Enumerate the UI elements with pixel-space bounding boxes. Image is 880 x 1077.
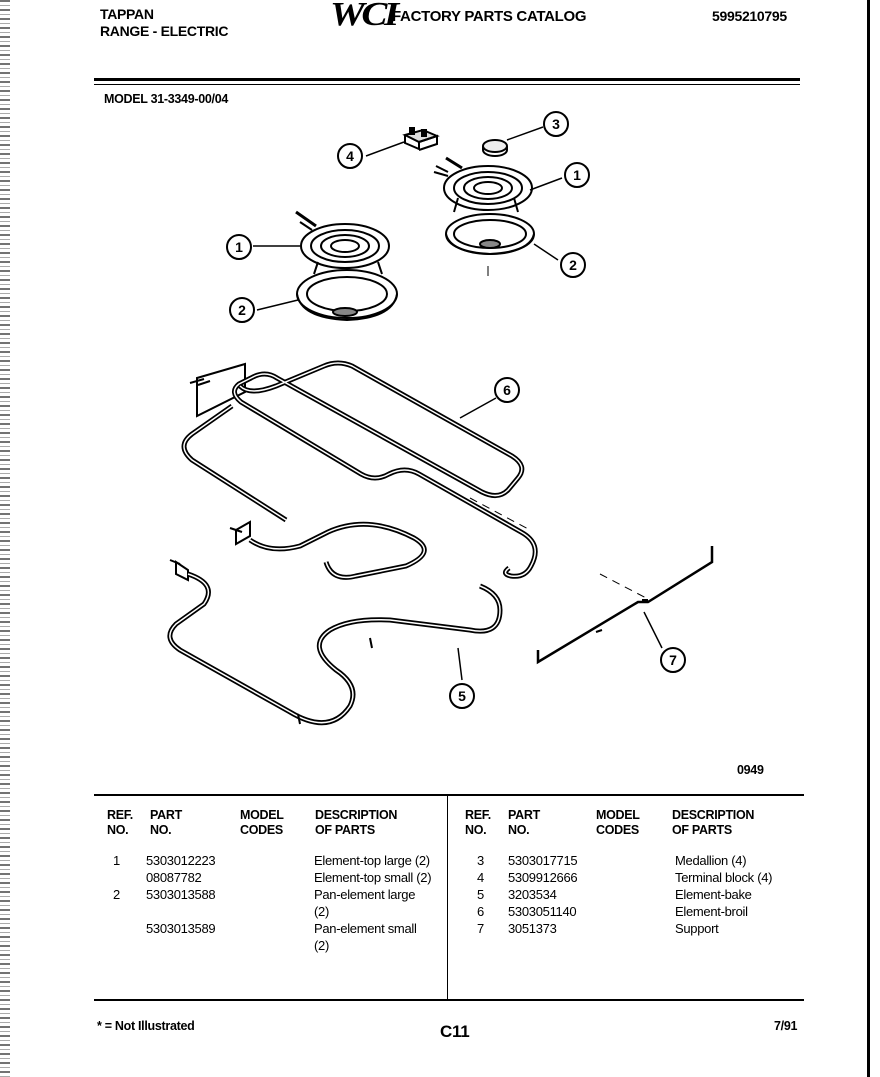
table-cell: 7	[477, 921, 484, 936]
callout-circle	[337, 143, 363, 169]
table-cell: 5303013588	[146, 887, 216, 902]
table-cell: 1	[113, 853, 120, 868]
table-cell: Medallion (4)	[675, 853, 747, 868]
callout-7: 7	[669, 652, 677, 668]
scan-edge-right	[867, 0, 870, 1077]
callout-circle	[660, 647, 686, 673]
revision-date: 7/91	[774, 1019, 798, 1033]
callout-circle	[543, 111, 569, 137]
right-desc-column: Medallion (4) Terminal block (4) Element…	[675, 852, 772, 937]
table-cell: Support	[675, 921, 719, 936]
table-cell: 5303012223	[146, 853, 216, 868]
right-ref-column: 3 4 5 6 7	[477, 852, 484, 937]
table-cell: 3	[477, 853, 484, 868]
terminal-block-drawing	[402, 127, 440, 151]
table-cell: Terminal block (4)	[675, 870, 773, 885]
drawing-number: 0949	[737, 763, 764, 777]
support-drawing	[536, 546, 714, 665]
broil-element-drawing	[181, 360, 538, 579]
right-part-column: 5303017715 5309912666 3203534 5303051140…	[508, 852, 578, 937]
callout-circle	[494, 377, 520, 403]
table-cell	[113, 869, 120, 886]
table-cell: 5303017715	[508, 853, 578, 868]
table-cell: 3203534	[508, 887, 557, 902]
model-number: MODEL 31-3349-00/04	[104, 92, 228, 106]
left-ref-column: 1 2	[113, 852, 120, 903]
medallion-drawing	[482, 139, 508, 157]
table-cell: 08087782	[146, 870, 202, 885]
table-cell: Element-top small (2)	[314, 870, 432, 885]
footnote: * = Not Illustrated	[97, 1019, 195, 1033]
callout-2-right: 2	[569, 257, 577, 273]
wci-logo: WCI	[330, 0, 399, 33]
element-top-left-drawing	[295, 210, 390, 275]
table-top-rule	[94, 794, 804, 796]
table-bottom-rule	[94, 999, 804, 1001]
parts-diagram: 4 3 1 2 1 2 6 5 7	[167, 111, 714, 726]
header-rule	[94, 78, 800, 81]
table-cell: 5	[477, 887, 484, 902]
callout-circle	[560, 252, 586, 278]
left-part-column: 5303012223 08087782 5303013588 530301358…	[146, 852, 216, 937]
callout-2-left: 2	[238, 302, 246, 318]
catalog-title: FACTORY PARTS CATALOG	[392, 8, 587, 25]
table-cell: 5303013589	[146, 921, 216, 936]
scan-edge-left	[0, 0, 10, 1077]
callout-5: 5	[458, 688, 466, 704]
table-cell: Element-broil	[675, 904, 748, 919]
header-ref-no-left: REF.NO.	[107, 808, 133, 837]
header-ref-no-right: REF.NO.	[465, 808, 491, 837]
table-cell: 2	[113, 887, 120, 902]
table-cell: Element-bake	[675, 887, 752, 902]
table-cell	[146, 903, 215, 920]
table-cell: Pan-element small	[314, 921, 417, 936]
header-rule-thin	[94, 84, 800, 85]
product-name: RANGE - ELECTRIC	[100, 23, 229, 39]
callout-6: 6	[503, 382, 511, 398]
callout-circle	[449, 683, 475, 709]
element-top-right-drawing	[433, 156, 533, 213]
left-desc-column: Element-top large (2) Element-top small …	[314, 852, 432, 954]
table-cell: (2)	[314, 938, 329, 953]
table-cell: 6	[477, 904, 484, 919]
table-divider	[447, 796, 448, 1000]
table-cell: 5303051140	[508, 904, 577, 919]
table-cell: 3051373	[508, 921, 557, 936]
bake-element-drawing	[167, 520, 503, 726]
callout-1-right: 1	[573, 167, 581, 183]
pan-left-drawing	[296, 269, 398, 322]
table-cell: 4	[477, 870, 484, 885]
callout-4: 4	[346, 148, 354, 164]
callout-circle	[229, 297, 255, 323]
brand-name: TAPPAN	[100, 6, 154, 22]
table-cell: Pan-element large	[314, 887, 416, 902]
table-cell: Element-top large (2)	[314, 853, 430, 868]
page-number: C11	[440, 1022, 470, 1041]
table-cell: (2)	[314, 904, 329, 919]
callout-1-left: 1	[235, 239, 243, 255]
callout-circle	[226, 234, 252, 260]
table-cell: 5309912666	[508, 870, 578, 885]
pan-right-drawing	[445, 213, 535, 276]
callout-3: 3	[552, 116, 560, 132]
callout-circle	[564, 162, 590, 188]
catalog-number: 5995210795	[712, 8, 787, 24]
